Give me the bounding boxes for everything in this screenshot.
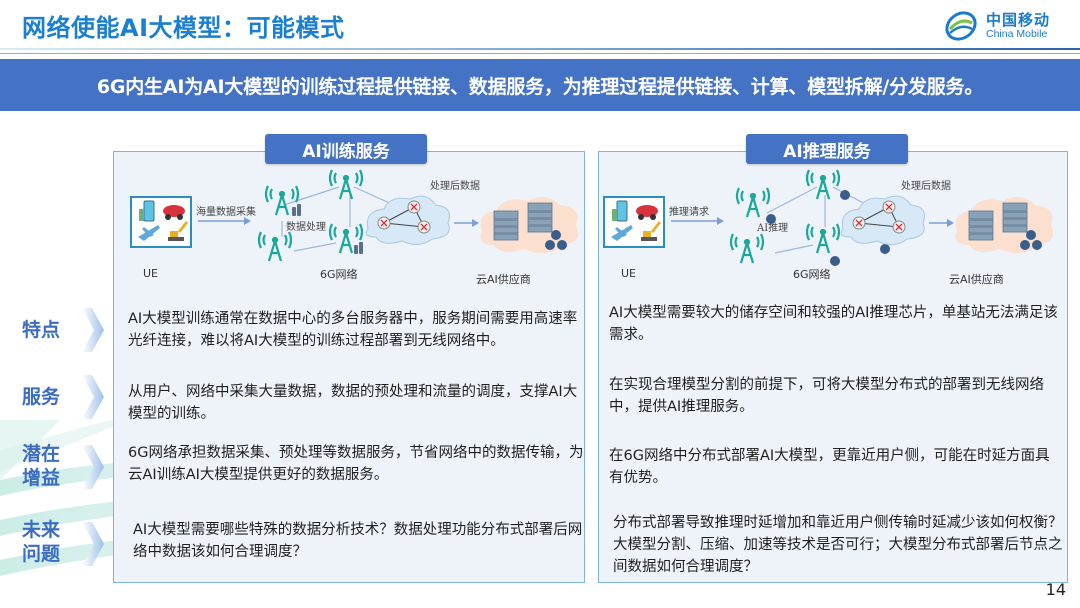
airplane-icon (138, 225, 160, 241)
chevron-right-icon (82, 308, 104, 352)
training-panel-title: AI训练服务 (265, 134, 427, 164)
car-icon (163, 205, 185, 220)
ai-model-icons (545, 230, 567, 250)
processed-data-label: 处理后数据 (430, 181, 480, 192)
inference-diagram-graphic (603, 169, 1054, 266)
row-label-services: 服务 (22, 386, 61, 408)
row-label-future-issues: 未来 问题 (22, 519, 61, 565)
page-number: 14 (1045, 580, 1066, 599)
chevron-right-icon (82, 445, 104, 489)
china-mobile-logo: 中国移动 China Mobile (944, 9, 1064, 43)
excavator-icon (168, 221, 188, 241)
chevron-right-icon (82, 375, 104, 419)
cloud-server-icons (968, 202, 1028, 241)
banner-text: 6G内生AI为AI大模型的训练过程提供链接、数据服务，为推理过程提供链接、计算、… (96, 75, 984, 98)
ue-label: UE (143, 267, 159, 280)
logo-text-en: China Mobile (986, 28, 1048, 40)
training-gains-text: 6G网络承担数据采集、预处理等数据服务，节省网络中的数据传输，为云AI训练AI大… (128, 445, 584, 483)
inference-services-text: 在实现合理模型分割的前提下，可将大模型分布式的部署到无线网络中，提供AI推理服务… (609, 377, 1044, 415)
training-diagram-graphic (130, 169, 579, 262)
antenna-icons (729, 169, 841, 264)
inference-issues-text: 分布式部署导致推理时延增加和靠近用户侧传输时延减少该如何权衡？大模型分割、压缩、… (613, 515, 1063, 575)
logo-text-cn: 中国移动 (986, 11, 1051, 29)
training-services-text: 从用户、网络中采集大量数据，数据的预处理和流量的调度，支撑AI大模型的训练。 (128, 384, 578, 422)
cloud-server-icons (493, 202, 553, 241)
ue-label: UE (621, 267, 637, 280)
header-divider (0, 48, 1080, 50)
inference-diagram: UE 推理请求 AI推理 处理后数据 6G网络 云AI供应商 (599, 165, 1069, 290)
page-title: 网络使能AI大模型：可能模式 (22, 14, 345, 42)
excavator-icon (641, 221, 661, 241)
summary-banner: 6G内生AI为AI大模型的训练过程提供链接、数据服务，为推理过程提供链接、计算、… (0, 59, 1080, 111)
inference-request-label: 推理请求 (669, 207, 709, 218)
training-features-text: AI大模型训练通常在数据中心的多台服务器中，服务期间需要用高速率光纤连接，难以将… (128, 311, 578, 349)
ai-inference-label: AI推理 (757, 223, 789, 234)
inference-panel-title: AI推理服务 (746, 134, 908, 164)
airplane-icon (611, 225, 633, 241)
smartphone-icon (612, 200, 628, 222)
antenna-icons (257, 169, 364, 262)
data-collection-label: 海量数据采集 (196, 207, 256, 218)
car-icon (636, 205, 658, 220)
smartphone-icon (139, 200, 155, 222)
training-issues-text: AI大模型需要哪些特殊的数据分析技术？数据处理功能分布式部署后网络中数据该如何合… (133, 522, 583, 560)
chevron-right-icon (82, 522, 104, 566)
inference-features-text: AI大模型需要较大的储存空间和较强的AI推理芯片，单基站无法满足该需求。 (609, 305, 1058, 343)
router-icons (377, 200, 431, 234)
header-divider-thin (0, 53, 1080, 54)
inference-gains-text: 在6G网络中分布式部署AI大模型，更靠近用户侧，可能在时延方面具有优势。 (609, 448, 1050, 486)
row-label-potential-gains: 潜在 增益 (22, 443, 61, 489)
data-processing-label: 数据处理 (286, 222, 326, 233)
6g-network-label: 6G网络 (320, 268, 358, 281)
cloud-ai-provider-label: 云AI供应商 (476, 273, 531, 286)
training-diagram: UE 海量数据采集 数据处理 处理后数据 6G网络 云AI供应商 (114, 165, 584, 290)
6g-network-label: 6G网络 (793, 268, 831, 281)
row-label-features: 特点 (22, 319, 61, 341)
ai-model-icons (766, 190, 890, 266)
china-mobile-logo-icon (945, 11, 977, 41)
cloud-ai-provider-label: 云AI供应商 (949, 273, 1004, 286)
router-icons (852, 200, 906, 234)
processed-data-label: 处理后数据 (901, 181, 951, 192)
